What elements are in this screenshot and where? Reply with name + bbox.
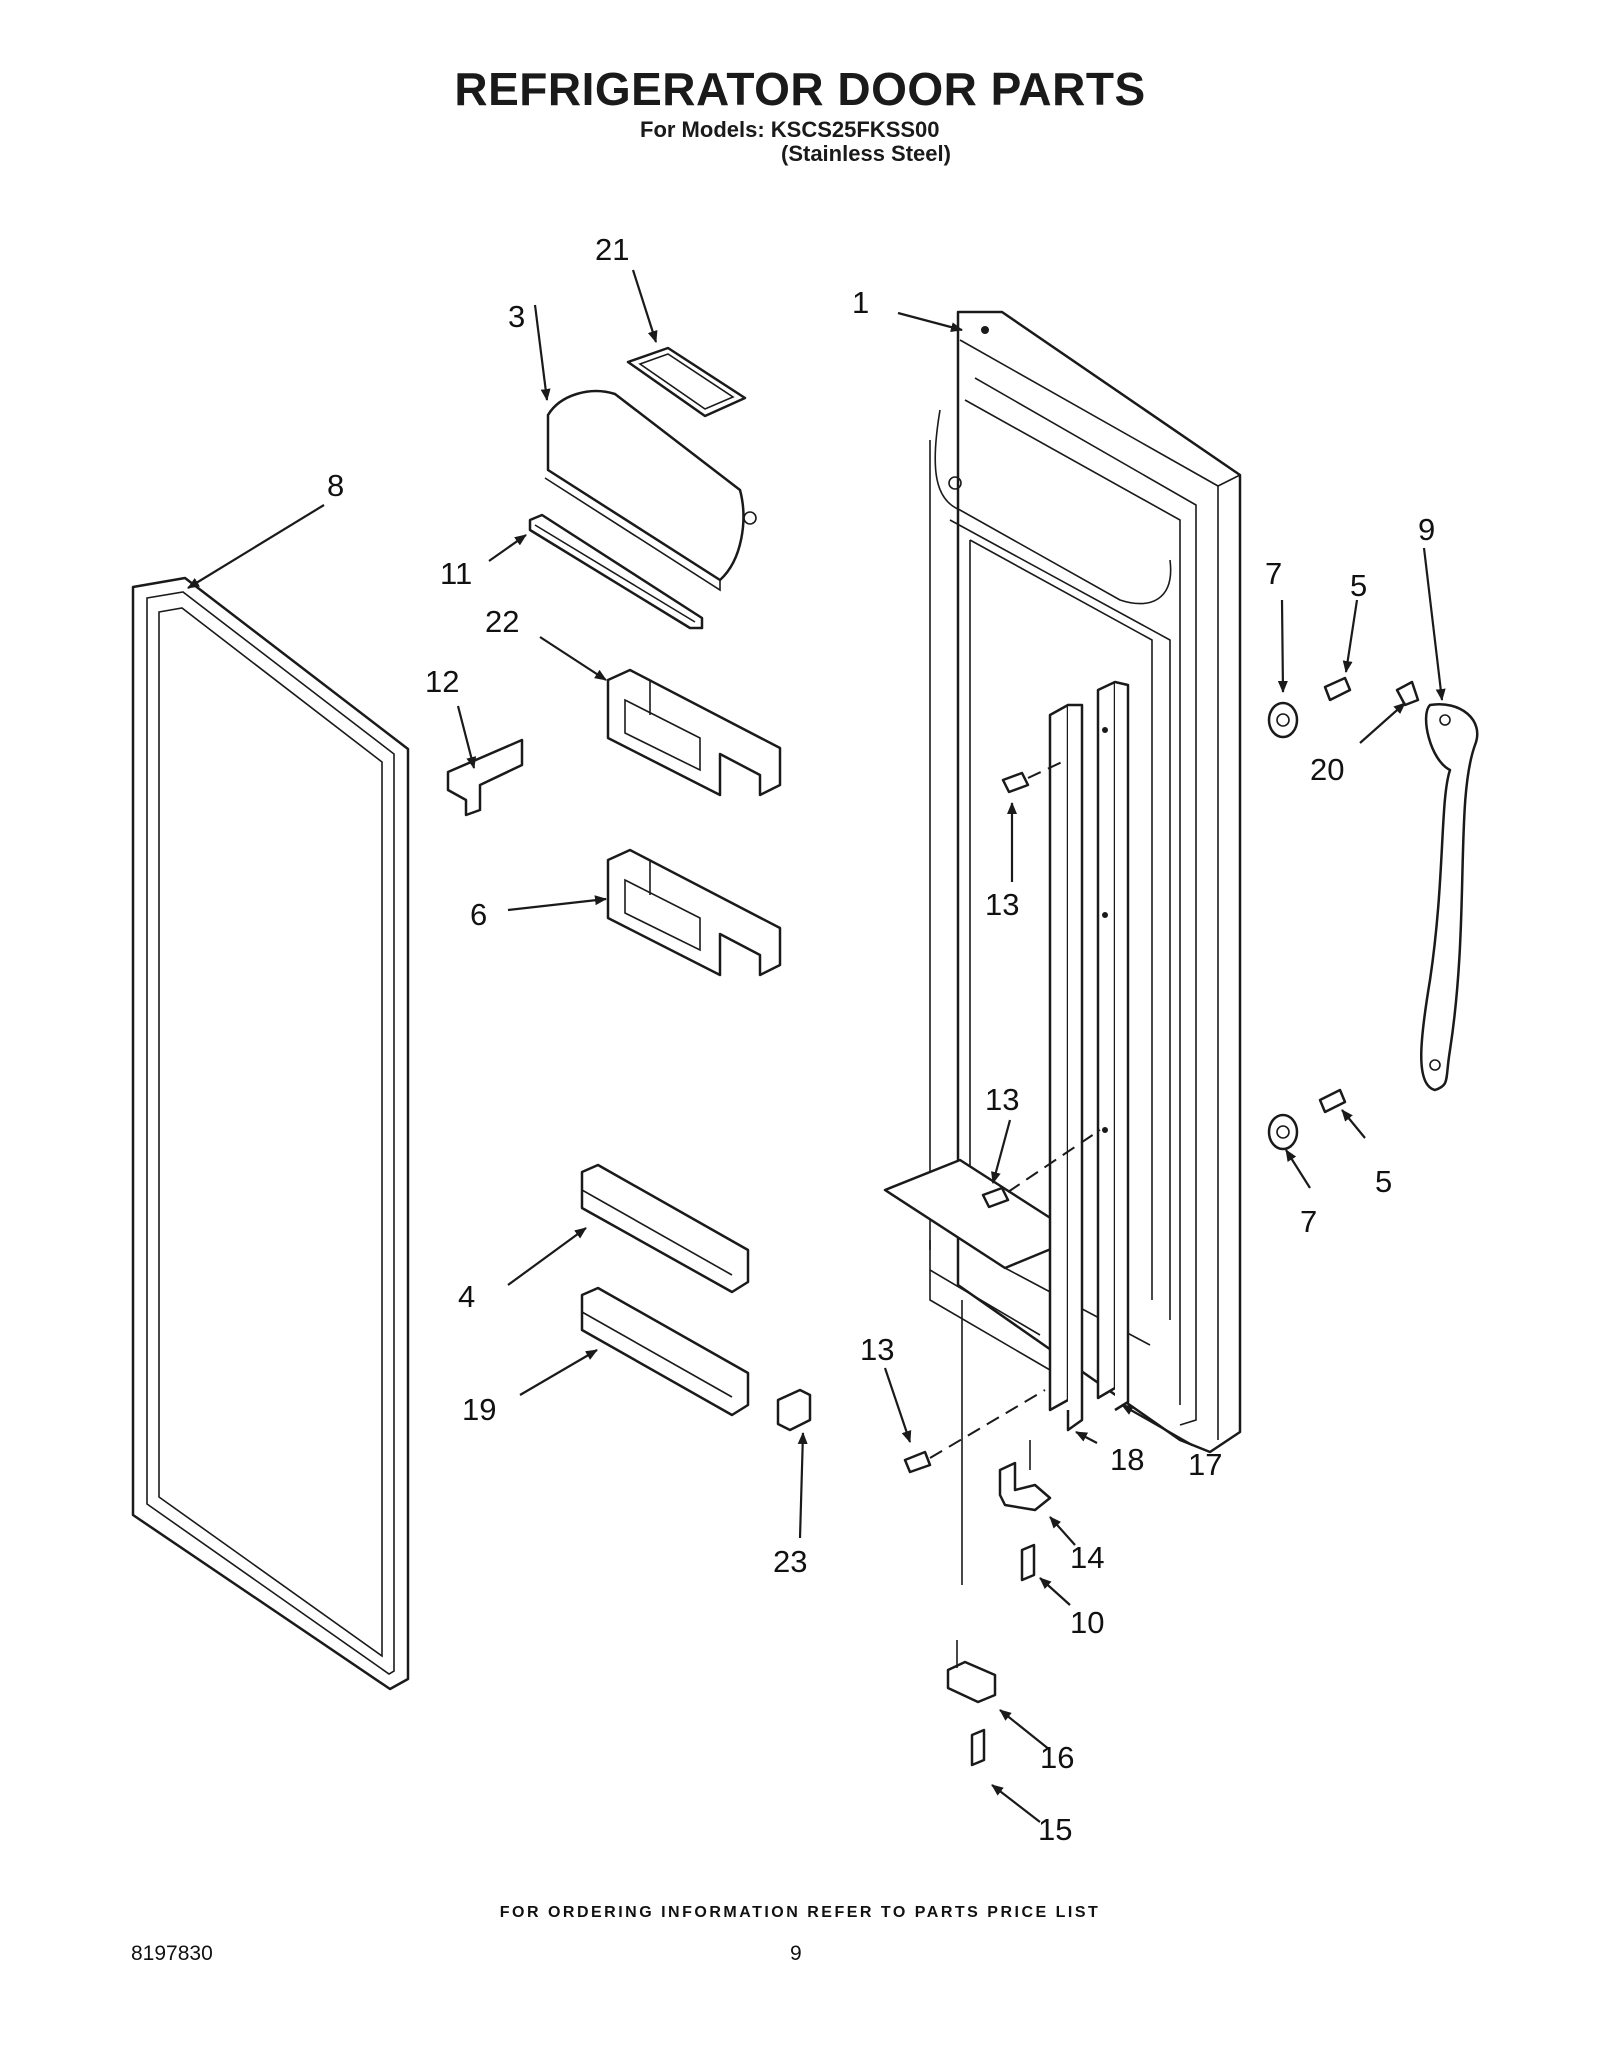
- handle-screw-lower: [1318, 1088, 1347, 1114]
- callout-22: 22: [485, 604, 519, 639]
- hinge-screw-lower: [970, 1728, 986, 1767]
- door-liner: [929, 310, 1242, 1454]
- door-trim-rails: [1048, 680, 1130, 1432]
- callout-13-upper: 13: [985, 887, 1019, 922]
- callout-3: 3: [508, 299, 525, 334]
- callout-4: 4: [458, 1279, 475, 1314]
- callout-12: 12: [425, 664, 459, 699]
- door-bin-lower: [606, 848, 782, 977]
- page-title: REFRIGERATOR DOOR PARTS: [454, 63, 1146, 115]
- callout-18: 18: [1110, 1442, 1144, 1477]
- handle-spacer-upper: [1267, 701, 1299, 739]
- callout-8: 8: [327, 468, 344, 503]
- callout-1: 1: [852, 285, 869, 320]
- door-gasket: [131, 576, 410, 1691]
- callout-labels: 1 3 4 5 5 6 7 7 8 9 10 11 12 13 13 13 14…: [327, 232, 1435, 1847]
- handle-screw-side: [1395, 680, 1420, 707]
- callout-leaders: [187, 269, 1446, 1823]
- bin-clip: [446, 738, 524, 817]
- callout-9: 9: [1418, 512, 1435, 547]
- door-handle: [1420, 702, 1479, 1092]
- hinge-screw-upper: [1020, 1543, 1036, 1582]
- callout-23: 23: [773, 1544, 807, 1579]
- small-bin-cover: [626, 346, 747, 418]
- callout-21: 21: [595, 232, 629, 267]
- lower-hinge-bracket: [946, 1640, 997, 1704]
- callout-5-upper: 5: [1350, 568, 1367, 603]
- handle-screw-upper: [1323, 676, 1352, 702]
- callout-11: 11: [440, 556, 472, 591]
- liner-screw-upper: [1001, 761, 1063, 794]
- finish-line: (Stainless Steel): [781, 141, 951, 166]
- small-clip: [776, 1388, 812, 1432]
- callout-19: 19: [462, 1392, 496, 1427]
- page-number: 9: [790, 1942, 802, 1965]
- dairy-door: [544, 389, 757, 592]
- callout-20: 20: [1310, 752, 1344, 787]
- shelf-rail-upper: [580, 1163, 750, 1294]
- callout-10: 10: [1070, 1605, 1104, 1640]
- callout-7-lower: 7: [1300, 1204, 1317, 1239]
- ordering-note: FOR ORDERING INFORMATION REFER TO PARTS …: [499, 1904, 1101, 1921]
- model-info: For Models: KSCS25FKSS00 (Stainless Stee…: [640, 118, 1340, 166]
- shelf-rail-lower: [580, 1286, 750, 1417]
- callout-13-lower: 13: [860, 1332, 894, 1367]
- door-bin-upper: [606, 668, 782, 797]
- callout-14: 14: [1070, 1540, 1104, 1575]
- document-number: 8197830: [131, 1942, 213, 1965]
- callout-15: 15: [1038, 1812, 1072, 1847]
- door-hinge-pin: [998, 1440, 1052, 1512]
- handle-spacer-lower: [1267, 1113, 1299, 1151]
- callout-6: 6: [470, 897, 487, 932]
- callout-7-upper: 7: [1265, 556, 1282, 591]
- callout-16: 16: [1040, 1740, 1074, 1775]
- callout-17: 17: [1188, 1447, 1222, 1482]
- models-line: For Models: KSCS25FKSS00: [640, 117, 940, 142]
- callout-13-middle: 13: [985, 1082, 1019, 1117]
- dairy-hinge-strip: [528, 513, 704, 630]
- liner-screw-lower: [903, 1389, 1046, 1474]
- liner-screw-middle: [981, 1129, 1101, 1209]
- callout-5-lower: 5: [1375, 1164, 1392, 1199]
